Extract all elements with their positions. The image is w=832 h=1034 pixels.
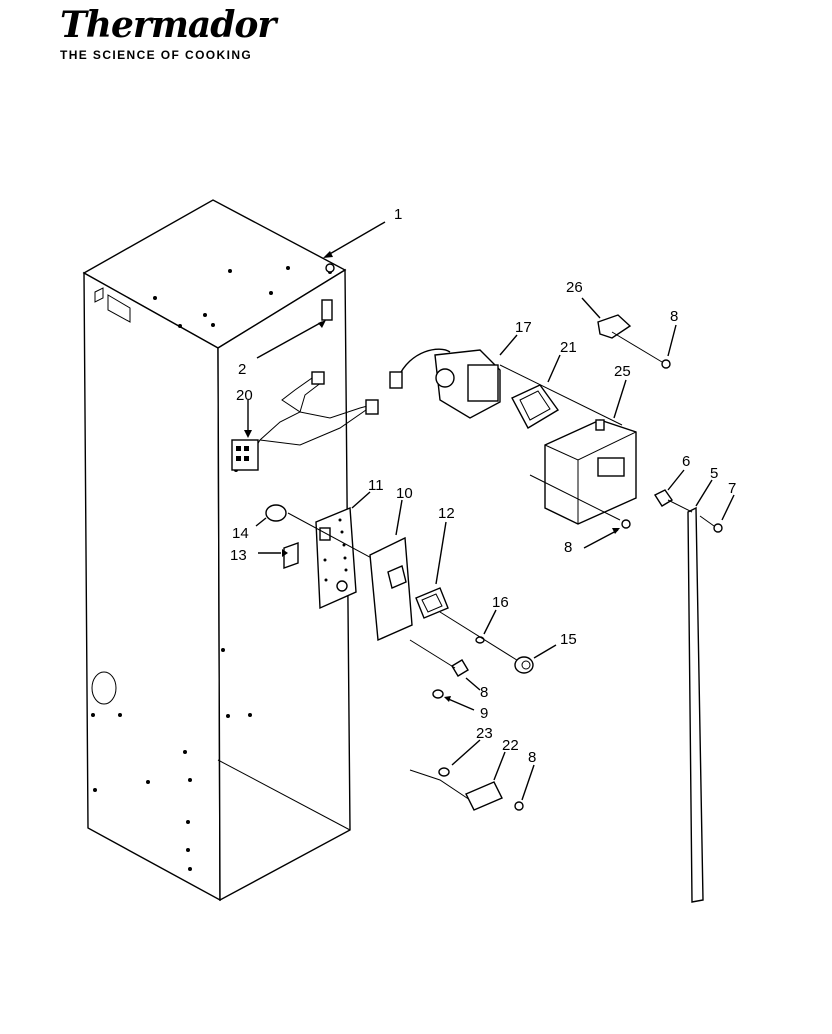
knob-15 (514, 644, 557, 674)
cover-part (529, 379, 637, 525)
callout-20: 20 (236, 387, 253, 404)
callout-10: 10 (396, 485, 413, 502)
callout-5: 5 (710, 465, 718, 482)
motor-part (389, 334, 623, 426)
callout-11: 11 (368, 477, 384, 494)
callout-23: 23 (476, 725, 493, 742)
callout-16: 16 (492, 594, 509, 611)
callout-9: 9 (480, 705, 488, 722)
screw-8-lower (409, 639, 481, 691)
callout-13: 13 (230, 547, 247, 564)
brand-logo: Thermador THE SCIENCE OF COOKING (60, 4, 276, 62)
bracket-26 (581, 297, 677, 369)
callout-22: 22 (502, 737, 519, 754)
callout-14: 14 (232, 525, 249, 542)
rail-assembly (653, 469, 735, 903)
callout-1: 1 (394, 206, 402, 223)
callout-8-top: 8 (670, 308, 678, 325)
washer-16 (439, 609, 521, 663)
callout-15: 15 (560, 631, 577, 648)
callout-2: 2 (238, 361, 246, 378)
top-fitting-part (256, 221, 386, 359)
callout-26: 26 (566, 279, 583, 296)
gasket-part (511, 354, 561, 429)
callout-12: 12 (438, 505, 455, 522)
brand-tagline: THE SCIENCE OF COOKING (60, 48, 253, 62)
cabinet-housing (82, 199, 351, 902)
callout-8-lower: 8 (480, 684, 488, 701)
callout-17: 17 (515, 319, 532, 336)
wire-harness (231, 371, 379, 471)
label-13 (258, 542, 299, 569)
plate-12 (415, 521, 449, 619)
screw-9 (432, 689, 475, 711)
callout-labels: 1 2 20 26 17 21 25 8 11 10 12 14 13 6 5 … (230, 206, 736, 766)
brand-name: Thermador (60, 4, 276, 46)
bracket-10 (369, 499, 413, 642)
switch-assembly (409, 739, 535, 811)
callout-21: 21 (560, 339, 577, 356)
callout-25: 25 (614, 363, 631, 380)
callout-7: 7 (728, 480, 736, 497)
screw-8-cover (583, 519, 631, 549)
callout-6: 6 (682, 453, 690, 470)
callout-8-cover: 8 (564, 539, 572, 556)
callout-8-switch: 8 (528, 749, 536, 766)
